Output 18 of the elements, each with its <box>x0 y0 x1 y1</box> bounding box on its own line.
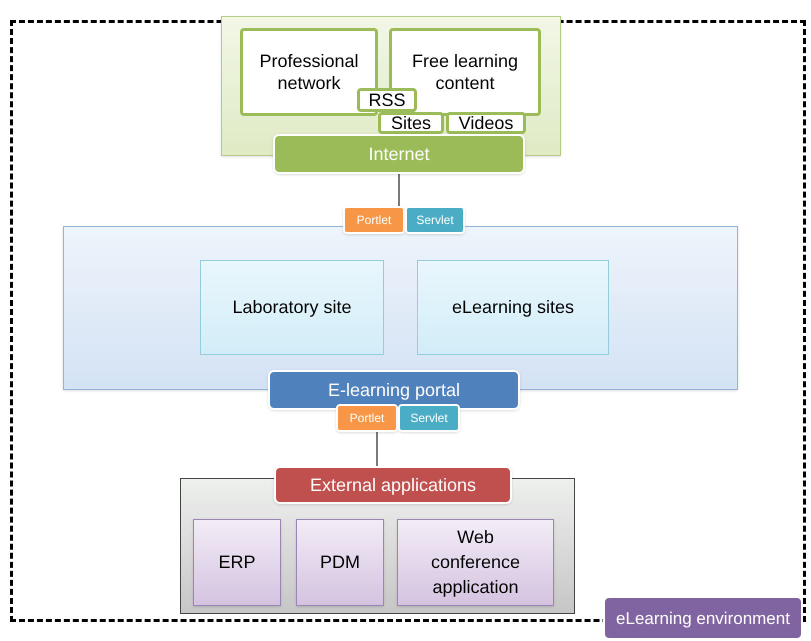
header-bar: E-learning portal <box>268 370 520 410</box>
portlet-tag: Portlet <box>336 404 398 432</box>
content-box: Videos <box>446 112 526 134</box>
header-bar: Internet <box>273 134 525 174</box>
connector-line <box>376 432 378 466</box>
portlet-tag: Portlet <box>343 206 405 234</box>
application-box: Web conference application <box>397 519 554 606</box>
site-box: Laboratory site <box>200 260 384 355</box>
site-box: eLearning sites <box>417 260 609 355</box>
servlet-tag: Servlet <box>398 404 460 432</box>
application-box: ERP <box>193 519 281 606</box>
content-box: RSS <box>357 88 417 112</box>
application-box: PDM <box>296 519 384 606</box>
header-bar: External applications <box>274 466 512 504</box>
environment-label: eLearning environment <box>603 596 803 640</box>
content-box: Sites <box>378 112 444 134</box>
connector-line <box>398 174 400 206</box>
servlet-tag: Servlet <box>405 206 465 234</box>
